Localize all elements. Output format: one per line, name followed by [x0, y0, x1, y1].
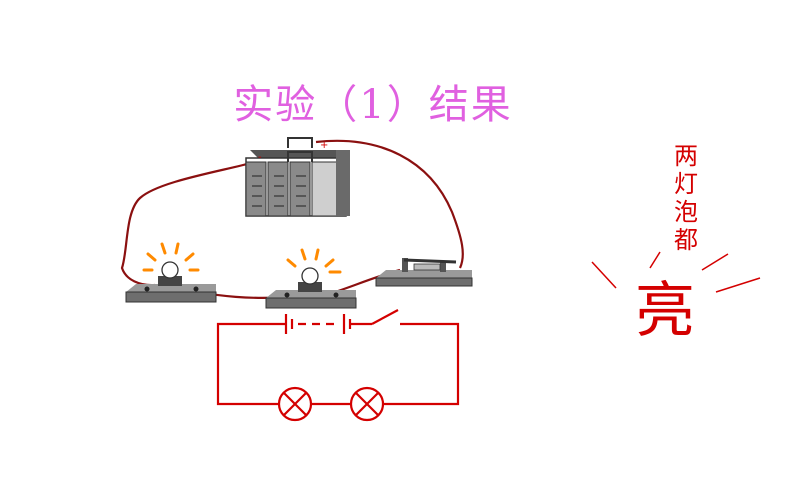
battery-pack: - + — [245, 137, 350, 217]
lamp-symbol-2 — [349, 386, 385, 422]
battery-pos-sign: + — [320, 140, 328, 151]
middle-bulb-rays — [286, 248, 342, 274]
glow-lines — [591, 251, 761, 293]
result-char-4: 都 — [674, 226, 698, 254]
schematic-top-left-wire — [216, 322, 286, 406]
result-char-3: 泡 — [674, 198, 698, 226]
left-bulb-board — [125, 242, 217, 303]
open-switch-blade — [371, 309, 399, 325]
wire-battery-to-left-bulb — [120, 158, 263, 287]
result-emphasis-char: 亮 — [635, 276, 695, 346]
result-char-2: 灯 — [674, 170, 698, 198]
battery-neg-sign: - — [258, 152, 262, 163]
schematic-diagram — [216, 309, 460, 422]
schematic-right-wire — [384, 322, 460, 406]
switch-board — [375, 258, 473, 287]
result-char-1: 两 — [674, 142, 698, 170]
wire-battery-to-switch — [315, 139, 464, 269]
middle-bulb-board — [265, 248, 357, 309]
left-bulb-rays — [142, 242, 200, 272]
slide-title: 实验（1）结果 — [233, 82, 513, 128]
result-vertical-label: 两 灯 泡 都 — [668, 142, 704, 254]
lamp-symbol-1 — [277, 386, 313, 422]
